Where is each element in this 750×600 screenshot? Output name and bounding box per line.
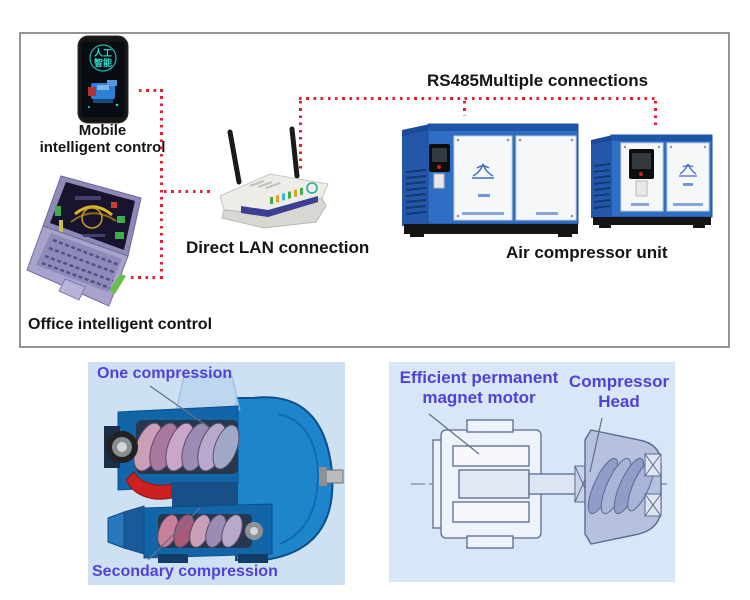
compressor-vents [593, 163, 611, 209]
magnet-motor-label: Efficient permanent magnet motor [399, 368, 559, 408]
compressor-display [429, 144, 450, 189]
mobile-phone-image: 人工 智能 [77, 35, 129, 124]
rs485-label: RS485Multiple connections [427, 71, 649, 90]
connector-compressor2-vertical [654, 101, 657, 127]
compressor-display [629, 149, 654, 197]
compressor-vents [405, 169, 427, 215]
brand-logo [679, 163, 697, 177]
top-rotor [133, 422, 240, 472]
head-bearings [644, 453, 662, 517]
motor-section-image [411, 413, 667, 549]
laptop-base [26, 225, 129, 307]
motor-body [432, 419, 582, 549]
compressor-head-label: Compressor Head [568, 372, 670, 412]
air-compressor-large-image [402, 123, 579, 237]
router-antenna-right [289, 126, 300, 179]
air-compressor-unit-label: Air compressor unit [506, 243, 668, 262]
brand-logo [472, 163, 494, 179]
pointer-head [589, 417, 603, 473]
secondary-compression-label: Secondary compression [92, 563, 278, 581]
connector-router-up-vertical [299, 101, 302, 171]
connector-router-horizontal [164, 190, 213, 193]
pointer-one-compression [149, 385, 211, 429]
office-control-label: Office intelligent control [28, 316, 213, 333]
air-compressor-small-image [591, 134, 713, 228]
compressor-cutaway-panel: One compression Secondary compression [88, 362, 345, 585]
motor-section-panel: Efficient permanent magnet motor Compres… [389, 362, 675, 582]
connector-laptop-horizontal [131, 276, 161, 279]
connector-main-vertical [160, 89, 163, 281]
connector-rs485-horizontal [299, 97, 657, 100]
router-image [219, 126, 329, 229]
pointer-secondary-compression [147, 507, 201, 561]
one-compression-label: One compression [97, 365, 233, 382]
compressor-cutaway-image [104, 375, 344, 563]
pointer-motor [428, 413, 480, 455]
phone-screen-text-2: 智能 [94, 57, 112, 68]
phone-screen-text-1: 人工 [93, 47, 112, 58]
network-diagram-frame [19, 32, 730, 348]
laptop-image [26, 175, 142, 307]
connector-compressor1-vertical [463, 101, 466, 116]
bottom-rotor [157, 514, 243, 548]
connector-phone-horizontal [139, 89, 163, 92]
router-antenna-left [227, 129, 242, 185]
mobile-control-label: Mobile intelligent control [39, 122, 166, 157]
lan-connection-label: Direct LAN connection [186, 238, 370, 257]
